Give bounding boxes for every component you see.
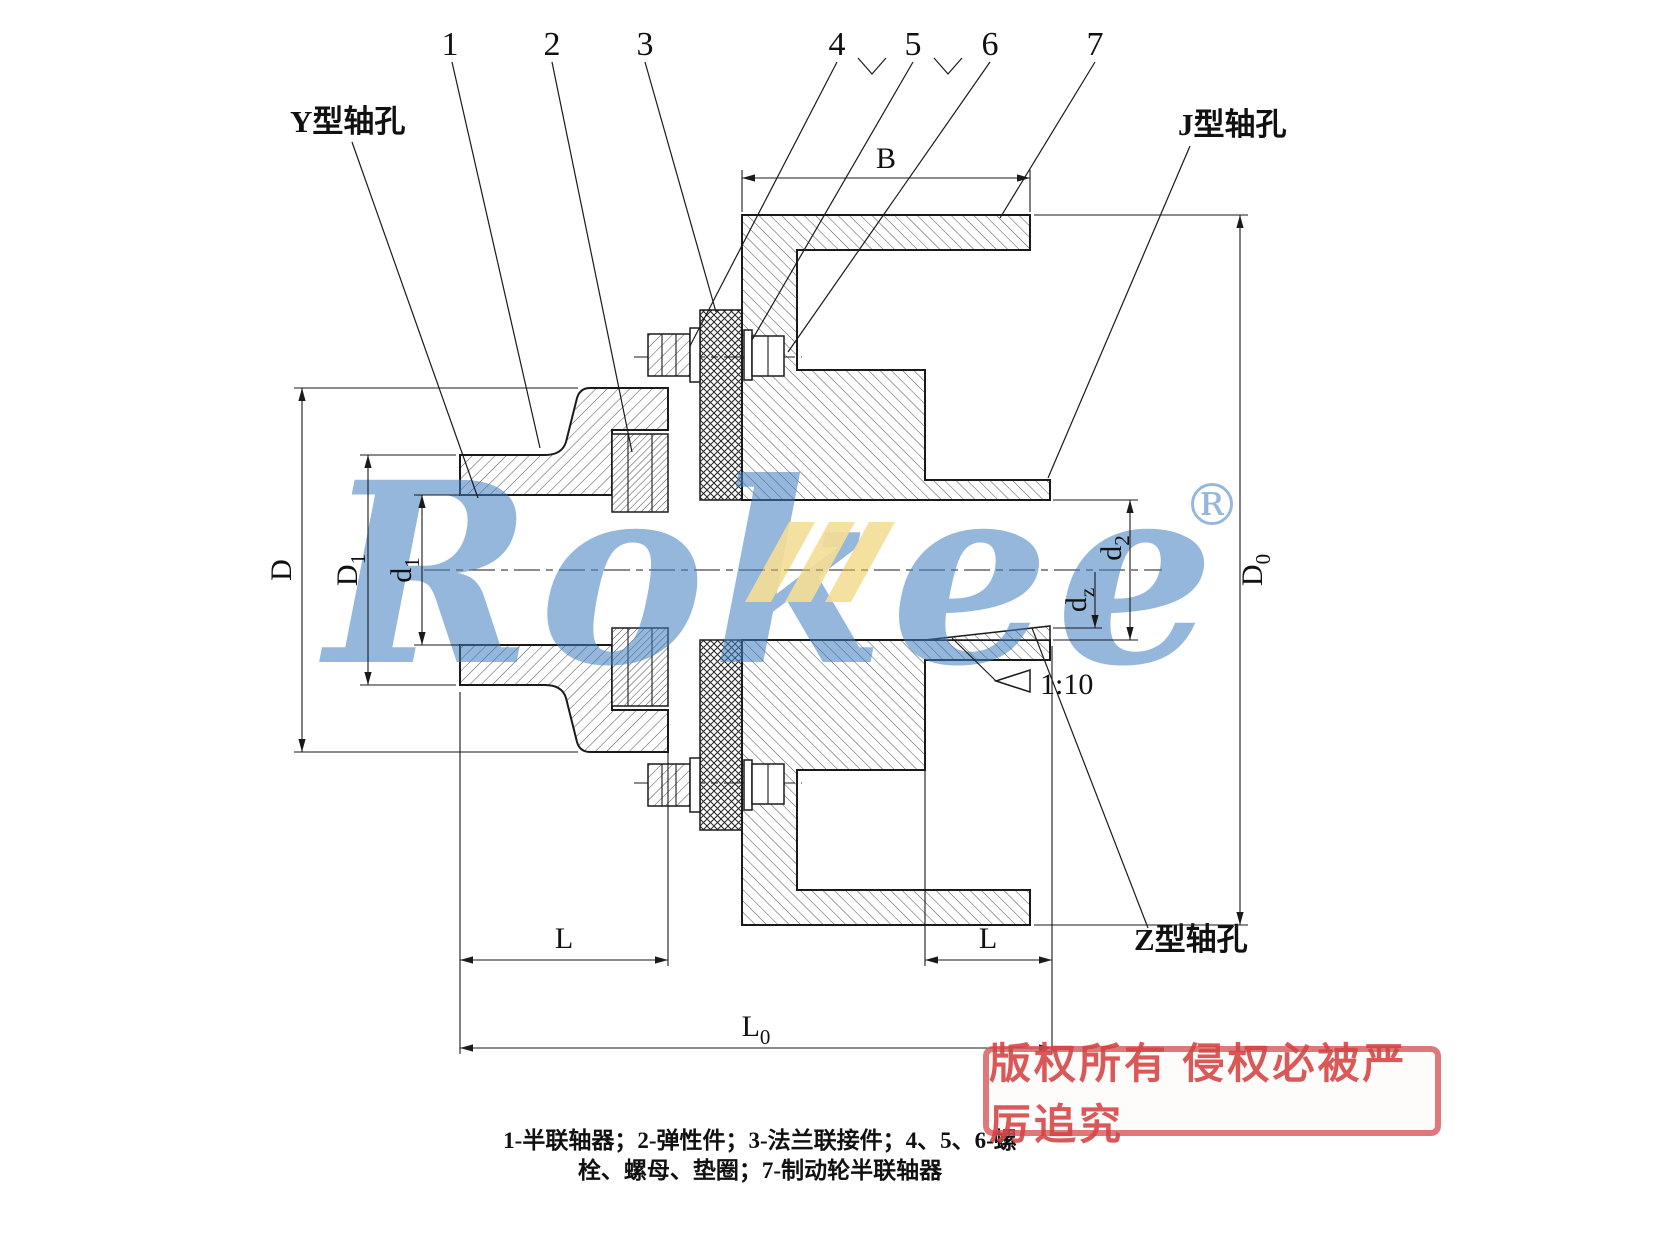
dim-d1: d1: [385, 494, 460, 646]
leader-5: [751, 61, 914, 341]
leader-j-hole: [1047, 145, 1191, 479]
callout-3: 3: [637, 26, 654, 63]
dim-L-right: L: [924, 646, 1053, 1054]
brake-wheel-half-top: [741, 214, 1051, 501]
callout-4: 4: [829, 26, 846, 63]
watermark-text: Rokee: [319, 427, 1221, 721]
label-y-hole: Y型轴孔: [290, 104, 405, 139]
taper-symbol: [993, 668, 1031, 694]
svg-text:d1: d1: [385, 557, 424, 583]
dim-L0: L0: [460, 1010, 1052, 1052]
callout-5: 5: [905, 26, 922, 63]
svg-text:d2: d2: [1095, 535, 1134, 561]
leader-taper: [951, 637, 997, 682]
svg-text:D1: D1: [331, 554, 370, 586]
leader-3: [644, 61, 717, 313]
flange-connector: [699, 309, 743, 831]
callout-1: 1: [442, 26, 459, 63]
svg-text:D0: D0: [1236, 554, 1275, 586]
dim-D1: D1: [331, 454, 456, 686]
dim-dz: dz: [1053, 572, 1102, 629]
leader-1: [451, 61, 541, 449]
dim-L-left: L: [459, 692, 669, 1054]
caption-line-2: 栓、螺母、垫圈；7-制动轮半联轴器: [577, 1158, 943, 1184]
dim-d2: d2: [1053, 499, 1138, 641]
leader-6: [787, 61, 991, 353]
leader-7: [999, 61, 1096, 219]
svg-text:D: D: [265, 559, 298, 581]
svg-text:L0: L0: [742, 1010, 771, 1049]
left-half-coupling-top: [459, 387, 669, 496]
dim-D0: D0: [1034, 214, 1275, 926]
leader-y-hole: [351, 141, 479, 499]
watermark: Rokee ®: [319, 427, 1241, 721]
group-mark-2: [933, 57, 963, 75]
part-callouts: 1 2 3 4 5 6 7: [442, 26, 1104, 453]
label-j-hole: J型轴孔: [1178, 107, 1287, 142]
dim-B: B: [741, 142, 1031, 212]
svg-text:L: L: [555, 922, 573, 955]
watermark-slashes: [745, 522, 895, 602]
dim-D: D: [265, 387, 578, 753]
label-taper: 1:10: [1040, 668, 1093, 701]
dimensions: B D D1 d1 d2: [265, 142, 1275, 1054]
parts-caption: 1-半联轴器；2-弹性件；3-法兰联接件；4、5、6-螺 栓、螺母、垫圈；7-制…: [400, 1126, 1120, 1187]
left-half-coupling-bottom: [459, 644, 669, 753]
leader-z-hole: [1031, 627, 1149, 929]
label-z-hole: Z型轴孔: [1134, 922, 1248, 957]
copyright-stamp: 版权所有 侵权必被严厉追究: [983, 1042, 1441, 1149]
svg-text:B: B: [876, 142, 896, 175]
bolt-assembly-bottom: [634, 757, 802, 813]
hole-labels: Y型轴孔 J型轴孔 Z型轴孔 1:10: [290, 104, 1287, 957]
stamp-text: 版权所有 侵权必被严厉追究: [989, 1042, 1408, 1149]
leader-4: [689, 61, 838, 347]
taper-wedge: [924, 625, 1051, 641]
callout-6: 6: [982, 26, 999, 63]
callout-2: 2: [544, 26, 561, 63]
leader-2: [551, 61, 633, 453]
svg-text:L: L: [979, 922, 997, 955]
registered-mark: ®: [1183, 471, 1241, 539]
bolt-assembly-top: [634, 327, 802, 383]
group-mark-1: [857, 57, 887, 75]
caption-line-1: 1-半联轴器；2-弹性件；3-法兰联接件；4、5、6-螺: [503, 1128, 1017, 1153]
svg-text:dz: dz: [1060, 588, 1099, 612]
elastic-element: [611, 433, 669, 707]
callout-7: 7: [1087, 26, 1104, 63]
coupling-section: [424, 214, 1162, 926]
